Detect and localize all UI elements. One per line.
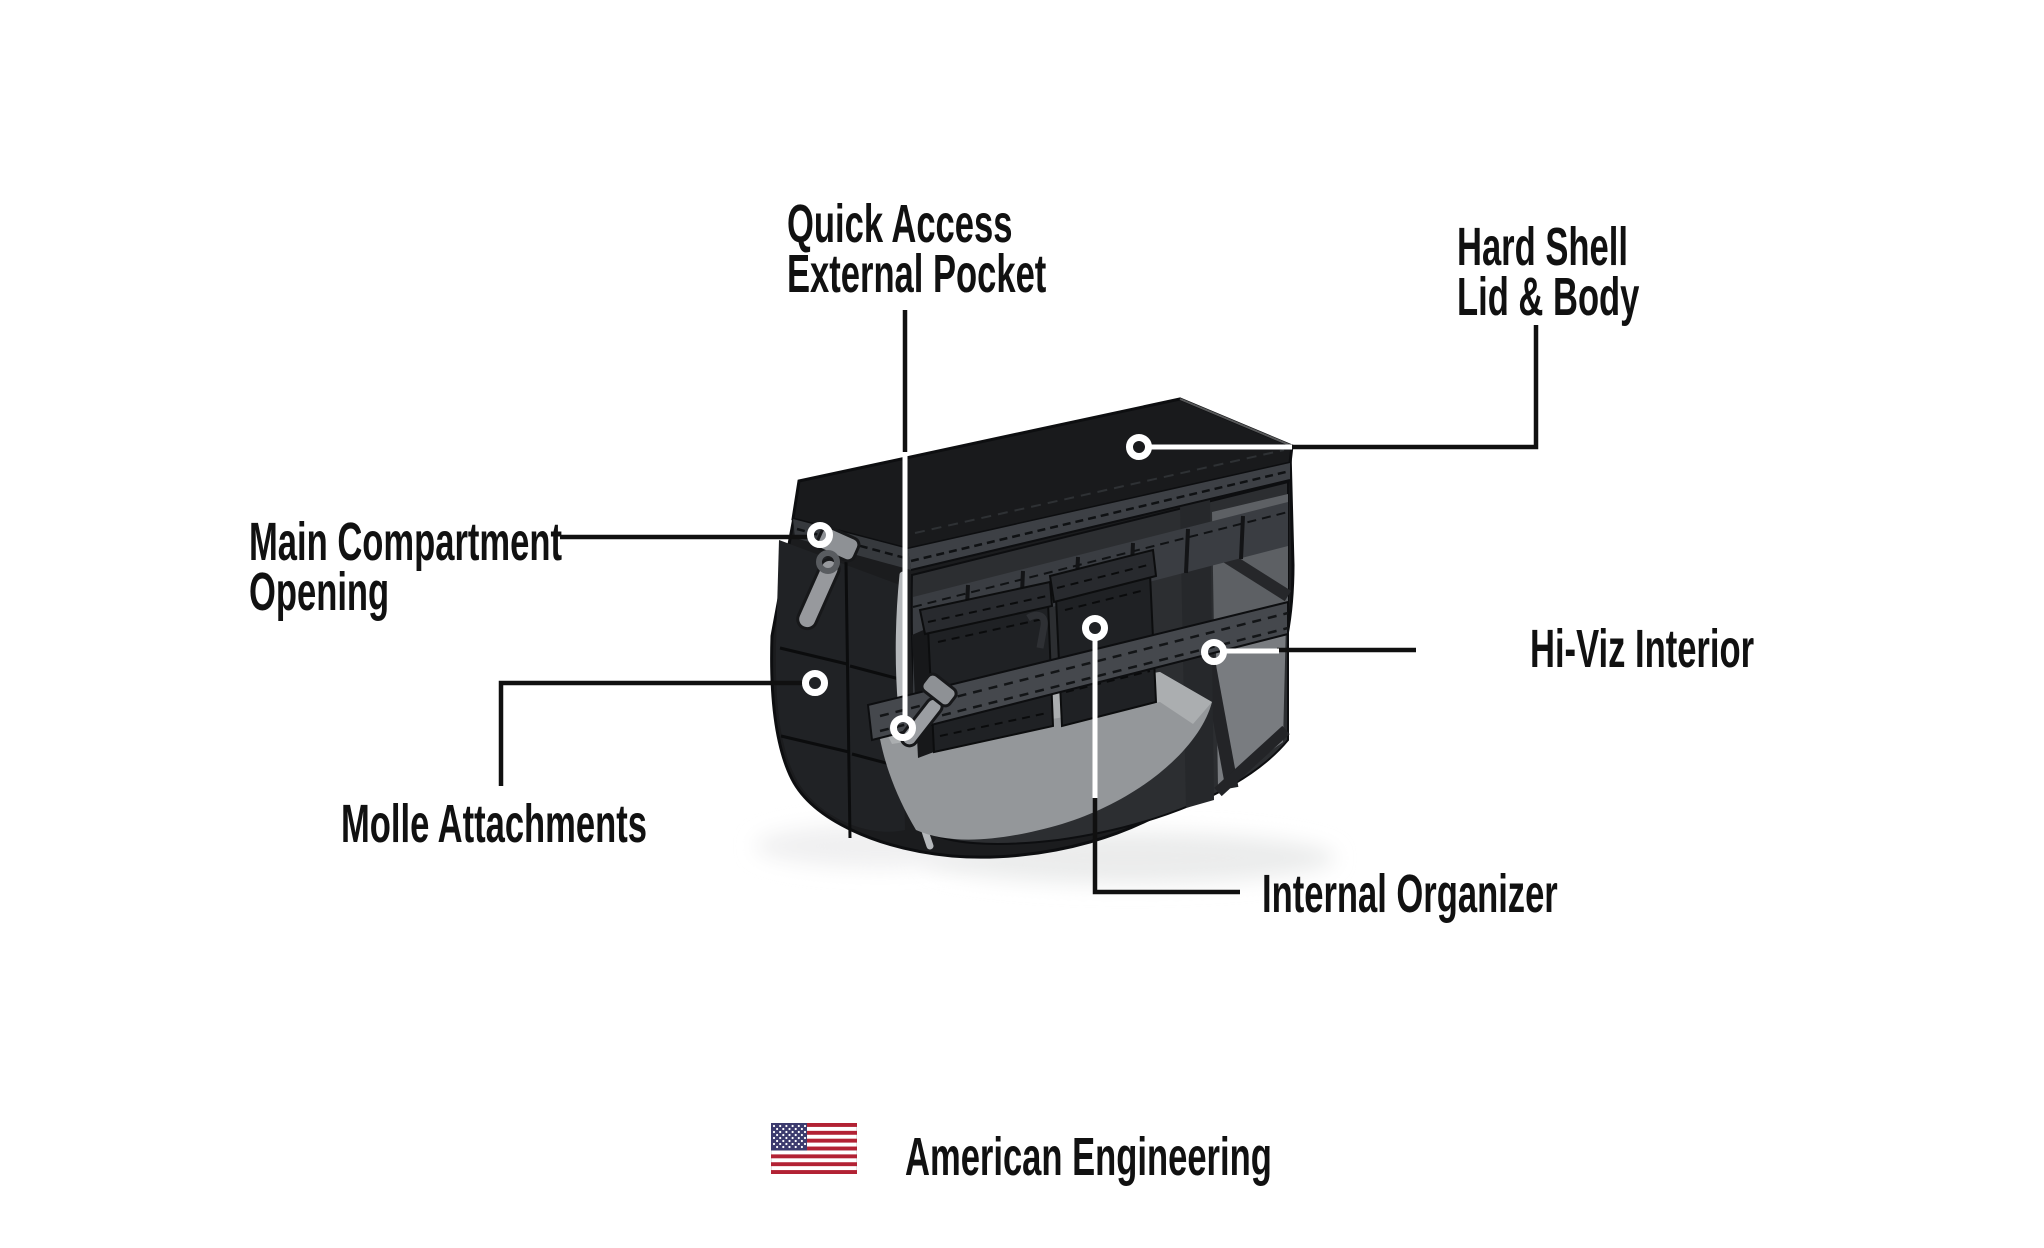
label-line: Opening (249, 562, 390, 622)
label-line: Internal Organizer (1262, 864, 1558, 924)
label-internal-organizer: Internal Organizer (1262, 864, 1558, 924)
american-engineering-tagline: American Engineering (905, 1127, 1272, 1187)
label-line: Main Compartment (249, 512, 562, 572)
callout-markers (802, 434, 1227, 741)
label-line: Molle Attachments (341, 794, 647, 854)
label-hi-viz-interior: Hi-Viz Interior (1530, 619, 1755, 679)
us-flag-icon (770, 1122, 858, 1175)
label-line: Lid & Body (1457, 267, 1640, 327)
marker-quick-access (890, 715, 916, 741)
callout-lines-light (902, 444, 1292, 798)
internal-organizer-line (1092, 796, 1240, 895)
label-line: Hard Shell (1457, 217, 1628, 277)
molle-side-panel (775, 540, 906, 839)
marker-molle (802, 670, 828, 696)
label-line: External Pocket (787, 244, 1047, 304)
label-quick-access-external-pocket: Quick Access External Pocket (787, 194, 1047, 304)
label-main-compartment-opening: Main Compartment Opening (249, 512, 562, 622)
label-molle-attachments: Molle Attachments (341, 794, 647, 854)
label-line: Hi-Viz Interior (1530, 619, 1755, 679)
marker-hard-shell (1126, 434, 1152, 460)
pouch-hook (1026, 611, 1048, 649)
marker-internal-organizer (1082, 615, 1108, 641)
callout-lines-dark (498, 310, 1539, 895)
marker-hi-viz (1201, 639, 1227, 665)
molle-line (498, 680, 806, 786)
marker-main-compartment (807, 522, 833, 548)
hard-shell-line (1290, 325, 1539, 450)
label-line: Quick Access (787, 194, 1013, 254)
label-hard-shell-lid-body: Hard Shell Lid & Body (1457, 217, 1640, 327)
